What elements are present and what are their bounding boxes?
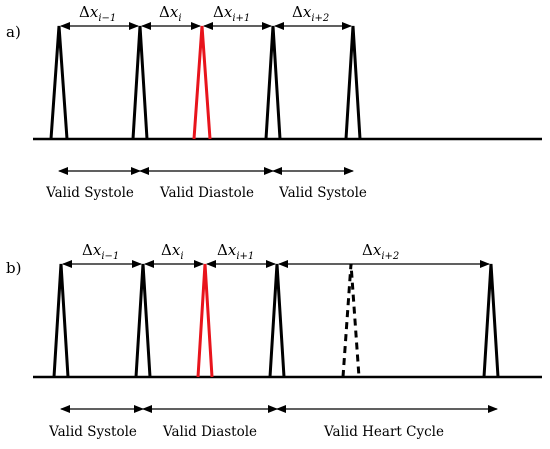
panel-a: a) Δxi−1 Δxi Δxi+1 Δxi+2 Valid: [6, 3, 542, 201]
panel-b-interval-label-2: Δxi: [161, 241, 184, 262]
panel-a-beat-4: [264, 25, 282, 140]
panel-b: b) Δxi−1 Δxi Δxi+1 Δxi+2 V: [6, 241, 542, 440]
panel-b-beat-5-dashed: [341, 263, 361, 378]
panel-b-interval-label-3: Δxi+1: [217, 241, 254, 262]
panel-b-region-label-3: Valid Heart Cycle: [323, 424, 444, 440]
panel-a-interval-label-1: Δxi−1: [79, 3, 116, 24]
panel-b-beat-4: [268, 263, 286, 378]
panel-a-beat-3-highlight: [192, 25, 212, 140]
panel-b-interval-label-1: Δxi−1: [82, 241, 119, 262]
panel-a-interval-label-3: Δxi+1: [213, 3, 250, 24]
panel-a-beat-2: [131, 25, 149, 140]
panel-a-beat-5: [344, 25, 362, 140]
panel-a-label: a): [6, 23, 21, 41]
panel-b-beat-1: [52, 263, 70, 378]
panel-a-interval-label-4: Δxi+2: [292, 3, 329, 24]
panel-a-beat-1: [49, 25, 69, 140]
panel-b-region-label-2: Valid Diastole: [162, 424, 257, 440]
panel-b-interval-label-4: Δxi+2: [362, 241, 399, 262]
panel-b-label: b): [6, 259, 21, 277]
panel-b-beat-3-highlight: [196, 263, 214, 378]
panel-b-beat-2: [134, 263, 152, 378]
panel-b-region-label-1: Valid Systole: [48, 424, 137, 440]
panel-a-region-label-3: Valid Systole: [278, 185, 367, 201]
panel-b-beat-6: [482, 263, 500, 378]
panel-a-region-label-2: Valid Diastole: [159, 185, 254, 201]
panel-a-interval-label-2: Δxi: [159, 3, 182, 24]
panel-a-region-label-1: Valid Systole: [45, 185, 134, 201]
